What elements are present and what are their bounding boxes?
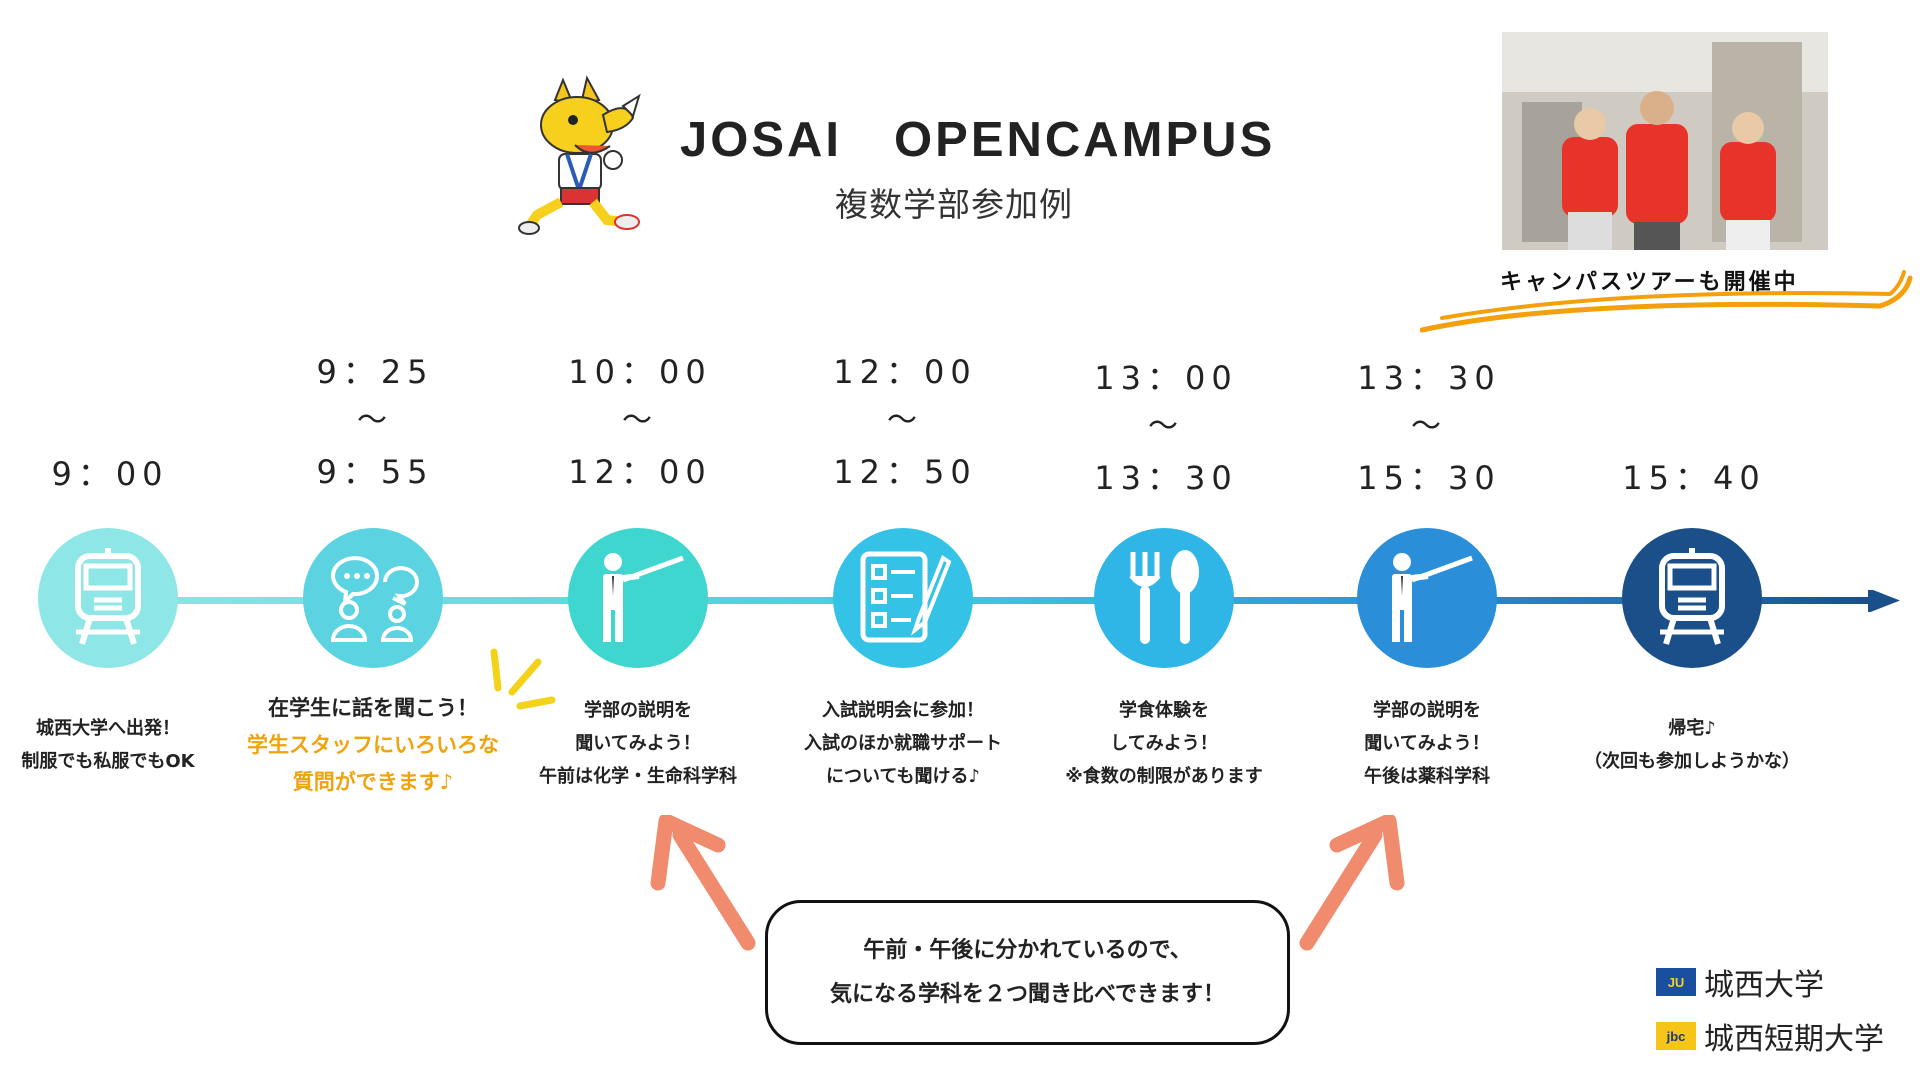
campus-tour-photo: [1502, 32, 1828, 250]
timeline-line: [110, 588, 1910, 616]
time-end: 15：30: [1357, 459, 1501, 497]
time-start: 9：25: [316, 353, 434, 391]
description-line: 帰宅♪: [1668, 718, 1716, 739]
step-icon-circle-1: [38, 528, 178, 668]
step-description-4: 入試説明会に参加！ 入試のほか就職サポートについても聞ける♪: [773, 694, 1033, 793]
description-highlight-line: 質問ができます♪: [292, 770, 454, 794]
time-tilde: 〜: [1148, 409, 1184, 444]
step-icon-circle-3: [568, 528, 708, 668]
description-highlight-line: 学生スタッフにいろいろな: [247, 733, 499, 757]
time-tilde: 〜: [887, 403, 923, 438]
time-tilde: 〜: [357, 403, 393, 438]
bubble-line-2: 気になる学科を２つ聞き比べできます！: [829, 981, 1226, 1007]
time-start: 13：00: [1094, 359, 1238, 397]
lecturer-icon: [1372, 548, 1482, 648]
page-subtitle: 複数学部参加例: [835, 185, 1073, 224]
checklist-icon: [853, 548, 953, 648]
step-time-4: 12：00 〜 12：50: [785, 356, 1025, 488]
step-icon-circle-6: [1357, 528, 1497, 668]
step-icon-circle-5: [1094, 528, 1234, 668]
info-bubble: 午前・午後に分かれているので、 気になる学科を２つ聞き比べできます！: [765, 900, 1290, 1045]
step-description-1: 城西大学へ出発！ 制服でも私服でもOK: [0, 712, 238, 778]
step-icon-circle-4: [833, 528, 973, 668]
step-time-1: 9：00: [0, 458, 230, 490]
time-end: 12：50: [833, 453, 977, 491]
description-line: 午前は化学・生命科学科: [539, 766, 737, 787]
time-start: 9：00: [51, 455, 169, 493]
time-tilde: 〜: [622, 403, 658, 438]
description-line: 入試説明会に参加！: [822, 700, 984, 721]
description-line: 城西大学へ出発！: [36, 718, 180, 739]
step-description-2: 在学生に話を聞こう！ 学生スタッフにいろいろな質問ができます♪: [243, 690, 503, 801]
bubble-line-1: 午前・午後に分かれているので、: [863, 937, 1192, 963]
logos: JU 城西大学 jbc 城西短期大学: [1656, 960, 1884, 1058]
college-name: 城西短期大学: [1704, 1022, 1884, 1057]
college-logo: jbc 城西短期大学: [1656, 1014, 1884, 1058]
step-description-6: 学部の説明を聞いてみよう！ 午後は薬科学科: [1297, 694, 1557, 793]
step-time-6: 13：30 〜 15：30: [1309, 362, 1549, 494]
emphasis-lines-icon: [490, 640, 560, 714]
step-time-3: 10：00 〜 12：00: [520, 356, 760, 488]
time-start: 10：00: [568, 353, 712, 391]
time-tilde: 〜: [1411, 409, 1447, 444]
description-line: 制服でも私服でもOK: [21, 751, 195, 772]
step-time-7: 15：40: [1574, 462, 1814, 494]
time-start: 12：00: [833, 353, 977, 391]
description-line: 聞いてみよう！: [1364, 733, 1490, 754]
mascot-illustration: [515, 70, 645, 235]
page-title: JOSAI OPENCAMPUS: [680, 113, 1276, 167]
description-line: 午後は薬科学科: [1364, 766, 1490, 787]
step-description-7: 帰宅♪ （次回も参加しようかな）: [1562, 712, 1822, 778]
step-description-3: 学部の説明を聞いてみよう！ 午前は化学・生命科学科: [508, 694, 768, 793]
description-line: 学部の説明を: [584, 700, 692, 721]
college-badge: jbc: [1656, 1022, 1696, 1050]
time-start: 15：40: [1622, 459, 1766, 497]
fork-spoon-icon: [1119, 548, 1209, 648]
description-line: についても聞ける♪: [825, 766, 981, 787]
description-line: 聞いてみよう！: [575, 733, 701, 754]
time-end: 9：55: [316, 453, 434, 491]
description-line: 入試のほか就職サポート: [804, 733, 1002, 754]
chat-people-icon: [323, 548, 423, 648]
time-start: 13：30: [1357, 359, 1501, 397]
train-icon: [1652, 548, 1732, 648]
step-description-5: 学食体験をしてみよう！ ※食数の制限があります: [1034, 694, 1294, 793]
university-name: 城西大学: [1704, 968, 1824, 1003]
campus-tour-label: キャンパスツアーも開催中: [1500, 270, 1799, 295]
description-line: 学部の説明を: [1373, 700, 1481, 721]
university-badge: JU: [1656, 968, 1696, 996]
description-line: 学食体験を: [1119, 700, 1209, 721]
right-pointer-arrow: [1295, 813, 1405, 959]
description-line: してみよう！: [1110, 733, 1218, 754]
orange-swoosh: [1419, 268, 1920, 342]
step-icon-circle-7: [1622, 528, 1762, 668]
description-line: 在学生に話を聞こう！: [268, 696, 478, 720]
description-line: ※食数の制限があります: [1065, 766, 1263, 787]
step-icon-circle-2: [303, 528, 443, 668]
time-end: 13：30: [1094, 459, 1238, 497]
train-icon: [68, 548, 148, 648]
left-pointer-arrow: [650, 813, 760, 959]
step-time-5: 13：00 〜 13：30: [1046, 362, 1286, 494]
description-line: （次回も参加しようかな）: [1584, 751, 1800, 772]
lecturer-icon: [583, 548, 693, 648]
step-time-2: 9：25 〜 9：55: [255, 356, 495, 488]
university-logo: JU 城西大学: [1656, 960, 1884, 1004]
time-end: 12：00: [568, 453, 712, 491]
